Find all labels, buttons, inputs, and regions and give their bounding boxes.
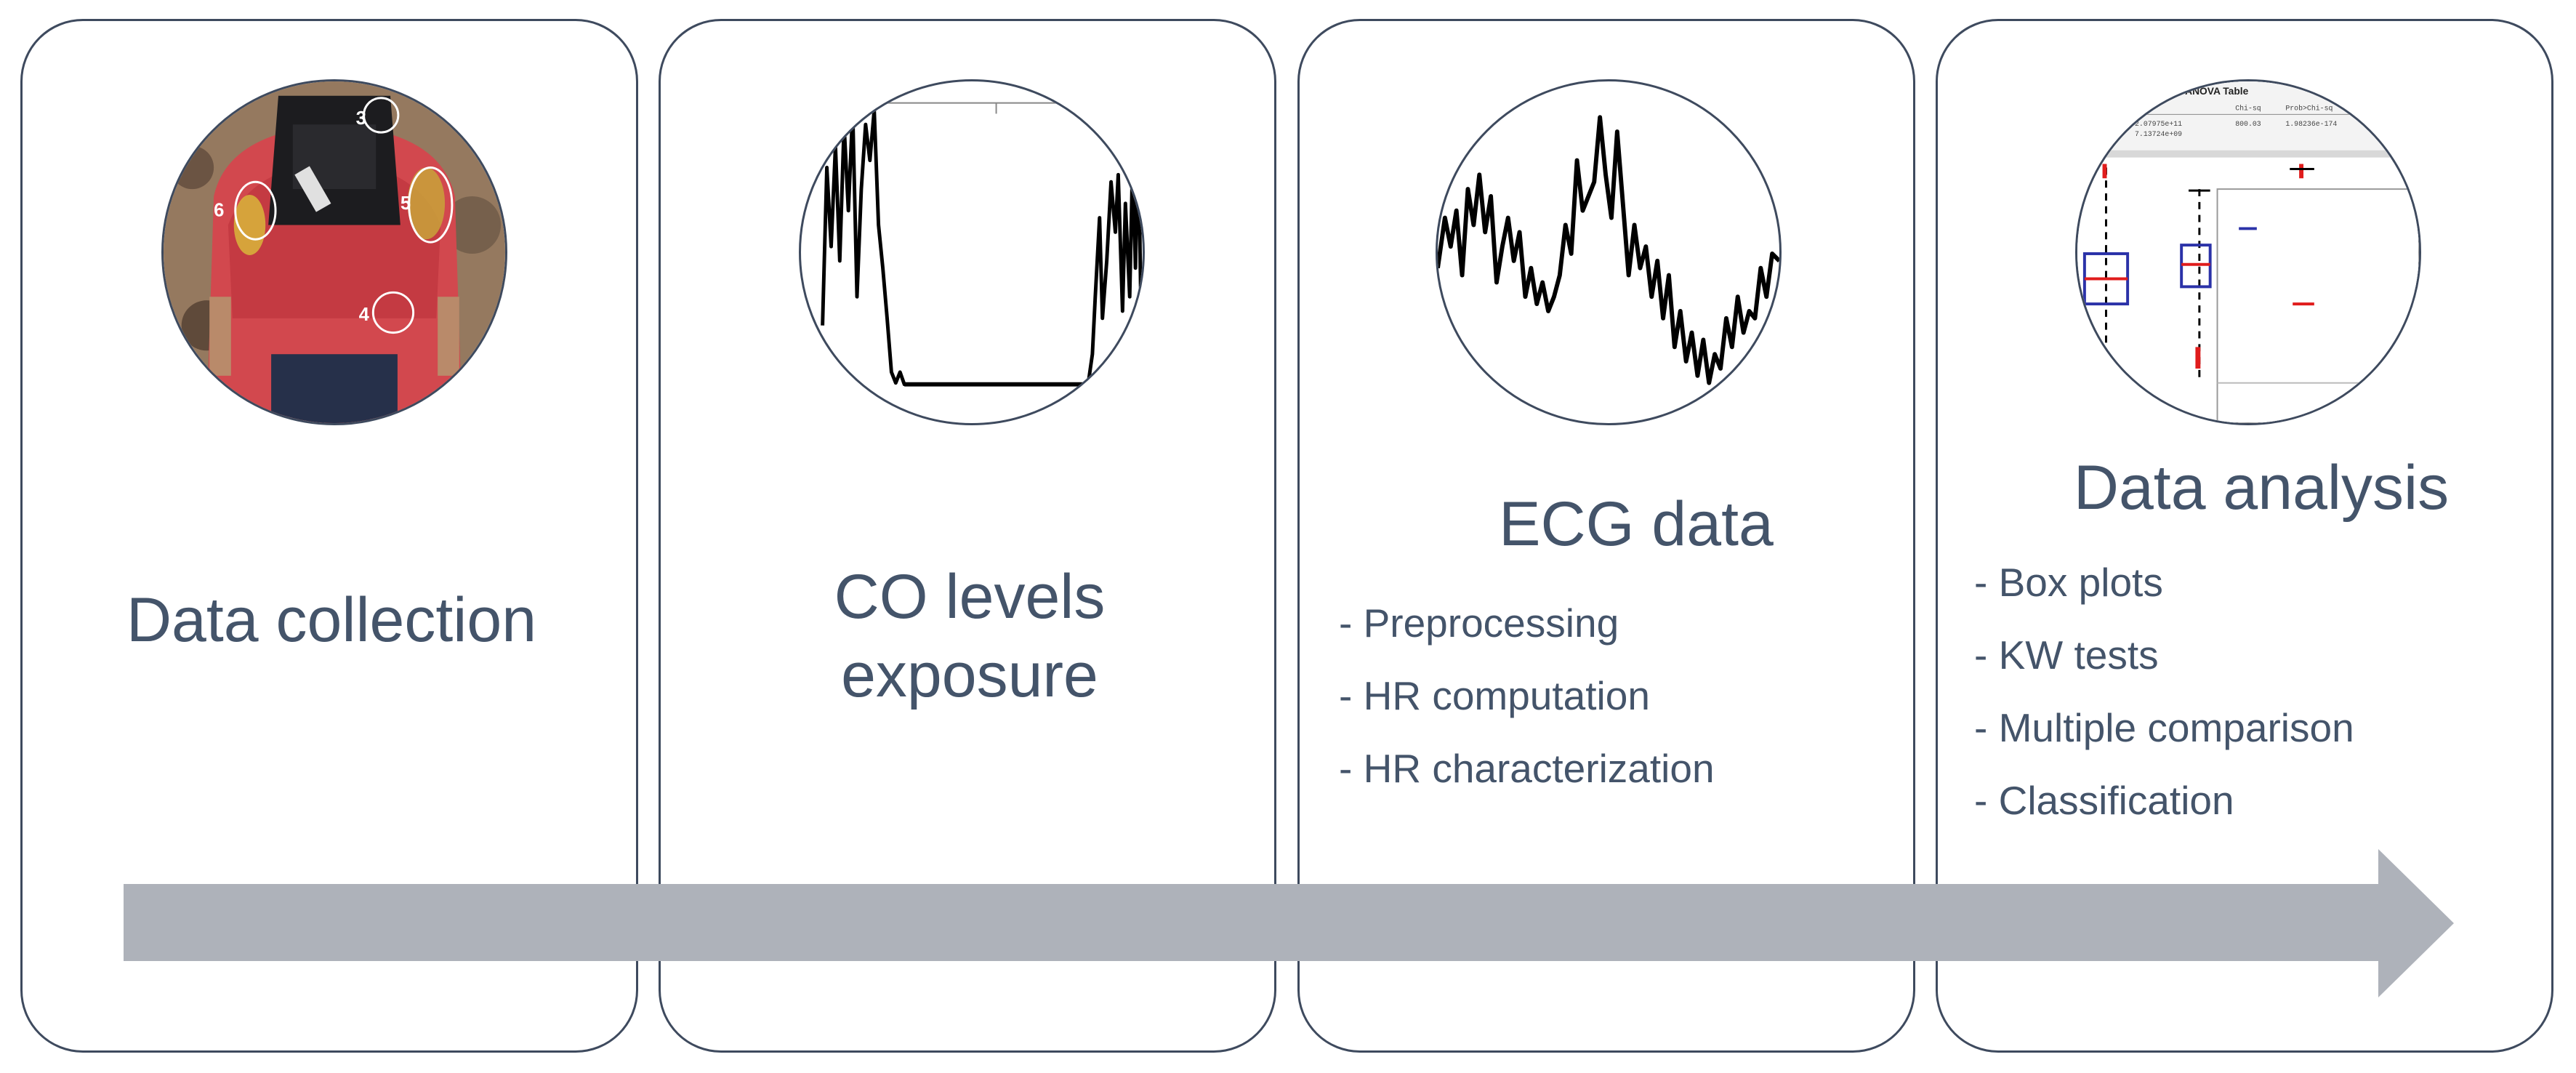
list-item: - KW tests [1974, 632, 2159, 678]
panel-title-text: ECG data [1499, 489, 1774, 559]
analysis-step-list: - Box plots - KW tests - Multiple compar… [1974, 546, 2354, 837]
list-item: - Box plots [1974, 560, 2163, 605]
anova-col-chisq: Chi-sq [2235, 104, 2261, 112]
list-item: - HR computation [1339, 673, 1650, 718]
panel-data-collection: 3 4 5 6 Data collection [20, 19, 638, 1053]
analysis-screenshot-circle: ANOVA Table Chi-sq Prob>Chi-sq 2.07975e+… [2075, 79, 2421, 425]
panel-title: Data analysis [1938, 449, 2556, 527]
sensor-label-5: 5 [401, 193, 411, 214]
list-item: - Classification [1974, 778, 2234, 823]
sensor-label-6: 6 [214, 201, 224, 221]
boxplot-anova-screenshot: ANOVA Table Chi-sq Prob>Chi-sq 2.07975e+… [2077, 81, 2419, 423]
anova-cell: 800.03 [2235, 120, 2261, 128]
panel-co-levels: CO levels exposure [659, 19, 1276, 1053]
panel-title: CO levels exposure [661, 558, 1279, 715]
anova-table-title: ANOVA Table [2185, 85, 2249, 97]
panel-title-text: CO levels exposure [834, 562, 1106, 710]
ecg-step-list: - Preprocessing - HR computation - HR ch… [1339, 587, 1715, 805]
co-signal-circle [799, 79, 1145, 425]
list-item: - HR characterization [1339, 746, 1715, 791]
data-collection-photo: 3 4 5 6 [161, 79, 507, 425]
panel-title: ECG data [1300, 485, 1917, 563]
person-with-sensors-photo: 3 4 5 6 [164, 81, 505, 423]
anova-cell: 1.98236e-174 [2285, 120, 2337, 128]
sensor-label-3: 3 [356, 108, 366, 129]
panel-data-analysis: ANOVA Table Chi-sq Prob>Chi-sq 2.07975e+… [1936, 19, 2553, 1053]
co-signal-plot [821, 102, 1143, 387]
panel-title-text: Data analysis [2073, 453, 2450, 523]
panel-title: Data collection [126, 585, 537, 655]
sensor-label-4: 4 [359, 305, 370, 325]
anova-col-prob: Prob>Chi-sq [2285, 104, 2333, 112]
anova-cell: 2.07975e+11 [2135, 120, 2182, 128]
list-item: - Preprocessing [1339, 600, 1619, 646]
panel-ecg-data: ECG data - Preprocessing - HR computatio… [1297, 19, 1915, 1053]
ecg-signal-plot [1438, 115, 1779, 385]
ecg-signal-circle [1436, 79, 1782, 425]
anova-cell: 7.13724e+09 [2135, 130, 2182, 138]
list-item: - Multiple comparison [1974, 705, 2354, 750]
